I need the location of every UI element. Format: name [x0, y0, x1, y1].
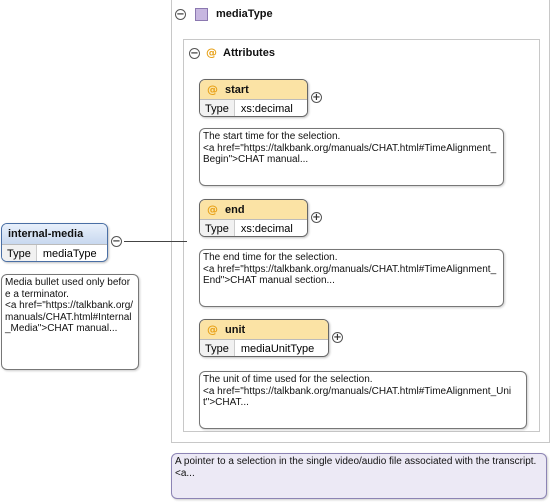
type-value: mediaUnitType: [240, 342, 315, 355]
expand-unit-icon[interactable]: +: [332, 332, 343, 343]
attribute-icon: @: [207, 323, 218, 336]
attribute-type-row: Type xs:decimal: [200, 99, 307, 116]
attributes-group-label: Attributes: [223, 47, 275, 59]
attribute-group-icon: @: [206, 46, 217, 59]
connector-line: [124, 241, 187, 242]
attribute-icon: @: [207, 83, 218, 96]
element-header: internal-media: [2, 224, 107, 244]
attribute-name: unit: [225, 323, 246, 336]
attribute-type-row: Type xs:decimal: [200, 219, 307, 236]
type-label: Type: [2, 245, 37, 261]
element-type-row: Type mediaType: [2, 244, 107, 261]
complex-type-name: mediaType: [216, 8, 273, 20]
attribute-name: start: [225, 83, 249, 96]
type-value: xs:decimal: [240, 222, 293, 235]
collapse-attributes-icon[interactable]: −: [189, 48, 200, 59]
collapse-mediatype-icon[interactable]: −: [175, 9, 186, 20]
collapse-internal-media-icon[interactable]: −: [111, 236, 122, 247]
element-type-icon: [195, 8, 208, 21]
attribute-header: @ end: [200, 200, 307, 219]
type-label: Type: [200, 340, 235, 356]
type-value: mediaType: [42, 247, 97, 260]
attribute-start[interactable]: @ start Type xs:decimal: [199, 79, 308, 117]
type-value: xs:decimal: [240, 102, 293, 115]
complex-type-documentation: A pointer to a selection in the single v…: [171, 453, 547, 499]
attribute-name: end: [225, 203, 245, 216]
attribute-header: @ start: [200, 80, 307, 99]
attribute-end-documentation: The end time for the selection. <a href=…: [199, 249, 504, 307]
attribute-header: @ unit: [200, 320, 328, 339]
expand-start-icon[interactable]: +: [311, 92, 322, 103]
attribute-icon: @: [207, 203, 218, 216]
element-internal-media[interactable]: internal-media Type mediaType: [1, 223, 108, 262]
attribute-unit-documentation: The unit of time used for the selection.…: [199, 371, 527, 429]
attribute-type-row: Type mediaUnitType: [200, 339, 328, 356]
attribute-end[interactable]: @ end Type xs:decimal: [199, 199, 308, 237]
type-label: Type: [200, 220, 235, 236]
attribute-unit[interactable]: @ unit Type mediaUnitType: [199, 319, 329, 357]
element-name: internal-media: [8, 228, 84, 240]
element-internal-media-documentation: Media bullet used only before a terminat…: [1, 274, 139, 370]
type-label: Type: [200, 100, 235, 116]
attribute-start-documentation: The start time for the selection. <a hre…: [199, 128, 504, 186]
expand-end-icon[interactable]: +: [311, 212, 322, 223]
